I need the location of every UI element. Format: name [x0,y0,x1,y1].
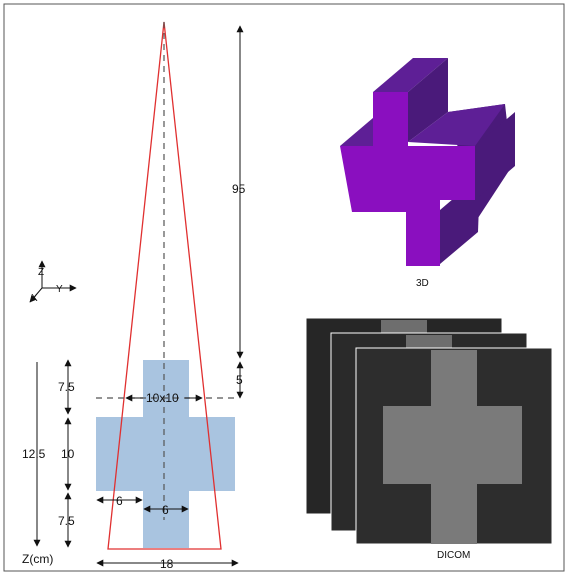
caption-dicom: DICOM [437,550,470,561]
beam-triangle [107,21,222,550]
dim-5-label: 5 [236,373,243,387]
dim-10-label: 10 [61,447,75,461]
dim-6-left-label: 6 [116,494,123,508]
orientation-axes-icon: Z Y X [29,260,77,304]
cross-3d-front-face [340,92,475,266]
dim-7-5-top-label: 7.5 [58,380,75,394]
field-size-label: 10x10 [146,391,179,405]
dicom-slices [305,317,553,545]
caption-3d: 3D [416,278,429,289]
axis-z-label: Z [38,267,44,278]
dim-95-label: 95 [232,182,246,196]
phantom-horizontal-bar [96,417,235,491]
axis-x-label: X [31,293,38,304]
figure-frame [3,3,565,572]
dim-18-label: 18 [160,557,174,571]
dim-7-5-bottom-label: 7.5 [58,514,75,528]
dim-12-5-label: 12.5 [22,447,46,461]
phantom-cross [96,360,235,548]
cross-3d-render [340,58,515,266]
dicom-cross-horizontal [383,406,522,484]
dim-6-center-label: 6 [162,503,169,517]
axis-y-label: Y [56,284,63,295]
z-cm-label: Z(cm) [22,552,53,566]
